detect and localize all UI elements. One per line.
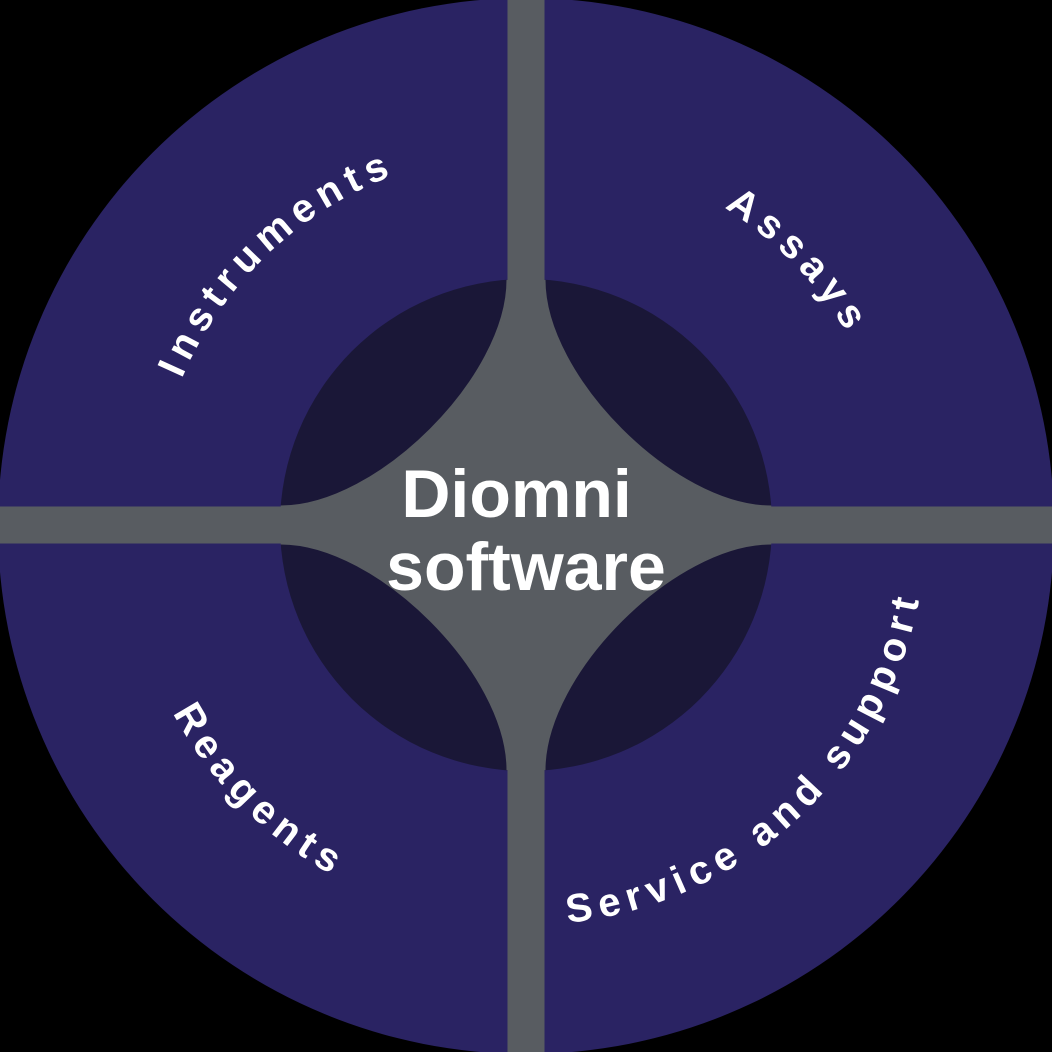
center-label-line1: Diomni — [401, 456, 631, 532]
cross-flare-bottom-left — [280, 542, 509, 771]
cross-flare-top-right — [543, 279, 772, 508]
cross-flare-bottom-right — [543, 542, 772, 771]
center-label-line2: software — [386, 529, 666, 605]
cross-flare-top-left — [280, 279, 509, 508]
cross-horizontal-bar — [0, 506, 1052, 544]
center-label: Diomni software — [386, 456, 666, 605]
